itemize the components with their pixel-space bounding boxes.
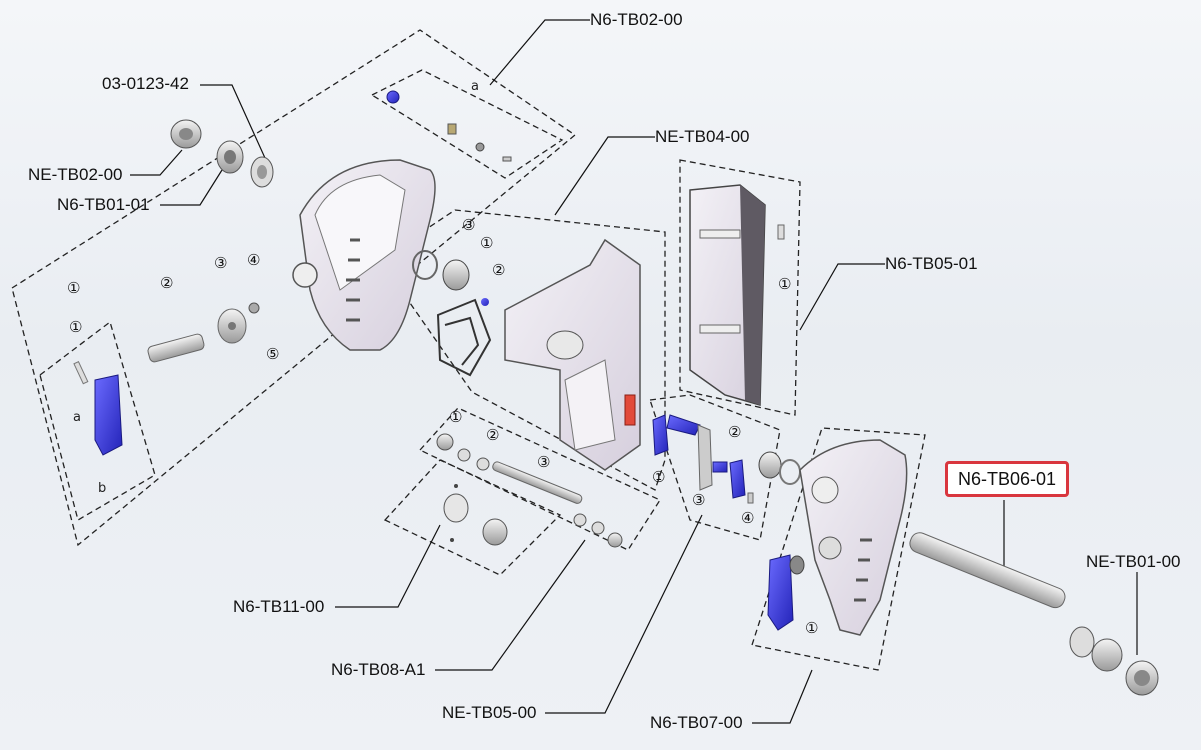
marker-a: a — [73, 410, 81, 425]
label-03-0123-42: 03-0123-42 — [102, 74, 189, 93]
group-outline-left-bracket — [11, 29, 577, 547]
callout-1: ① — [805, 619, 819, 637]
dashed-group-outlines — [11, 29, 926, 671]
label-n6-tb08-a1: N6-TB08-A1 — [331, 660, 426, 679]
label-n6-tb07-00: N6-TB07-00 — [650, 713, 743, 732]
marker-a: a — [471, 79, 479, 94]
label-n6-tb11-00: N6-TB11-00 — [233, 597, 325, 616]
callout-3: ③ — [462, 216, 476, 234]
group-outline-a — [370, 69, 564, 179]
left-pin-and-washer — [147, 302, 260, 363]
callout-3: ③ — [692, 491, 706, 509]
tb11-parts — [443, 484, 508, 546]
center-bracket — [504, 238, 641, 471]
label-ne-tb04-00: NE-TB04-00 — [655, 127, 750, 146]
callout-3: ③ — [537, 453, 551, 471]
group-outline-tb05-sub — [649, 394, 781, 541]
label-ne-tb05-00: NE-TB05-00 — [442, 703, 537, 722]
callout-1: ① — [652, 468, 666, 486]
left-lever-blue — [73, 361, 123, 456]
group-outline-tb05 — [679, 159, 801, 416]
callout-1: ① — [778, 275, 792, 293]
right-bracket-shell — [799, 439, 908, 636]
callout-2: ② — [728, 423, 742, 441]
callout-1: ① — [67, 279, 81, 297]
callout-5: ⑤ — [266, 345, 280, 363]
callout-2: ② — [492, 261, 506, 279]
group-outline-center — [379, 209, 666, 491]
group-a-small-parts — [386, 90, 512, 162]
callout-2: ② — [160, 274, 174, 292]
label-n6-tb05-01: N6-TB05-01 — [885, 254, 978, 273]
callout-1: ① — [69, 318, 83, 336]
seals — [412, 250, 489, 306]
group-outline-tb07 — [751, 427, 926, 671]
callout-1: ① — [449, 408, 463, 426]
tb05-cover — [689, 184, 785, 406]
shaft-set-parts — [436, 433, 623, 548]
top-left-nuts — [170, 119, 274, 188]
marker-b: b — [98, 481, 107, 496]
label-n6-tb02-00: N6-TB02-00 — [590, 10, 683, 29]
callout-4: ④ — [247, 251, 261, 269]
group-outline-tb11 — [383, 459, 562, 576]
main-shaft — [909, 532, 1159, 696]
spring-clip — [436, 298, 492, 377]
left-bracket-shell — [292, 159, 436, 351]
label-n6-tb01-01: N6-TB01-01 — [57, 195, 150, 214]
callout-3: ③ — [214, 254, 228, 272]
callout-4: ④ — [741, 509, 755, 527]
callout-2: ② — [486, 426, 500, 444]
right-lever-blue — [767, 554, 805, 631]
tb05-sub-parts — [652, 414, 801, 504]
label-ne-tb02-00: NE-TB02-00 — [28, 165, 123, 184]
callout-1: ① — [480, 234, 494, 252]
label-ne-tb01-00: NE-TB01-00 — [1086, 552, 1181, 571]
highlighted-part-label: N6-TB06-01 — [945, 461, 1070, 497]
